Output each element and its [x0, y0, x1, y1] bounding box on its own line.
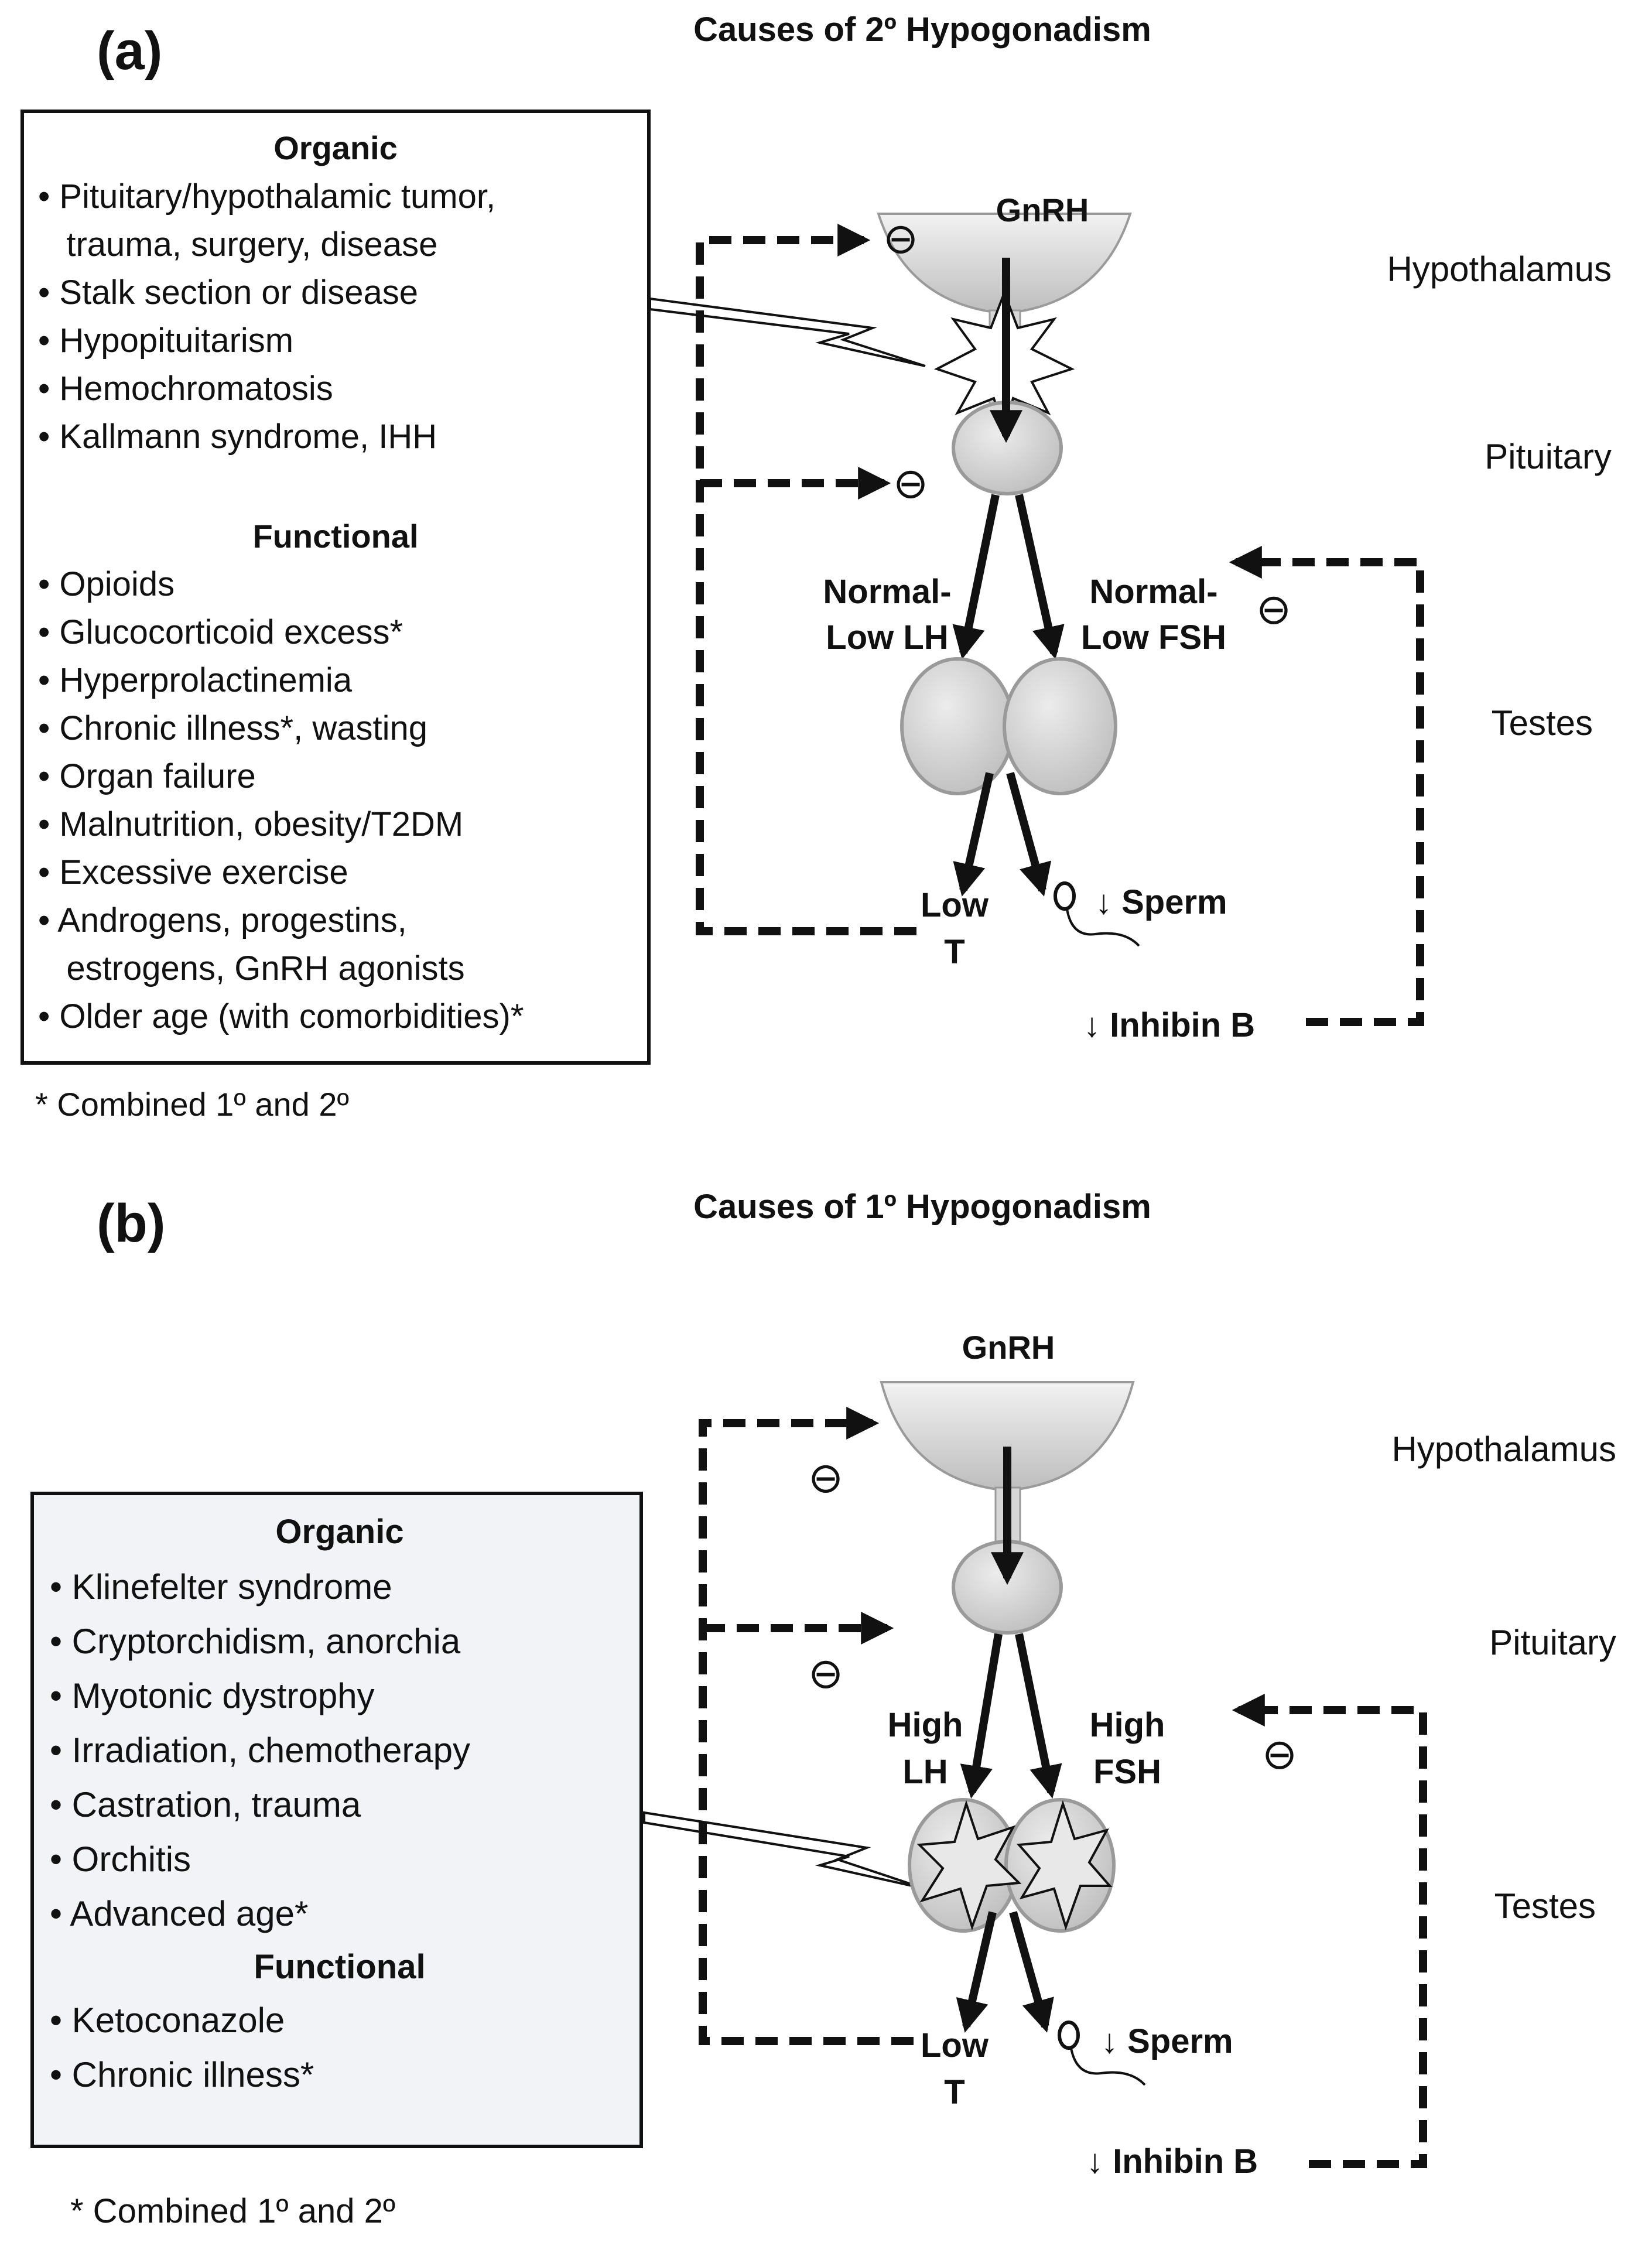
- panel-a-gnrh-label: GnRH: [996, 192, 1089, 228]
- panel-a-letter: (a): [97, 21, 162, 81]
- testosterone-arrow: [953, 772, 994, 897]
- list-item: • Castration, trauma: [50, 1785, 361, 1824]
- list-item: • Androgens, progestins,: [38, 901, 407, 939]
- inhibition-icon: ⊖: [1256, 586, 1291, 633]
- panel-a-functional-list: • Opioids • Glucocorticoid excess* • Hyp…: [38, 565, 524, 1035]
- list-item: • Irradiation, chemotherapy: [50, 1731, 470, 1770]
- sperm-arrow: [1009, 1911, 1054, 2033]
- panel-b-low-t-line1: Low: [921, 2026, 989, 2064]
- lh-arrow: [952, 494, 1000, 659]
- lesion-starburst-icon: [916, 1800, 1022, 1931]
- list-item: • Hyperprolactinemia: [38, 661, 353, 699]
- list-item: • Excessive exercise: [38, 853, 348, 891]
- panel-b-causes-box: [30, 1492, 643, 2148]
- testosterone-feedback-hypothalamus-line: [696, 224, 916, 935]
- list-item: • Myotonic dystrophy: [50, 1676, 375, 1715]
- testis-left-shape: [900, 657, 1015, 795]
- panel-b-functional-list: • Ketoconazole • Chronic illness*: [50, 2001, 314, 2094]
- list-item: estrogens, GnRH agonists: [38, 949, 465, 987]
- testosterone-arrow: [956, 1911, 997, 2033]
- inhibition-icon: ⊖: [893, 460, 928, 507]
- panel-a-organic-list: • Pituitary/hypothalamic tumor, trauma, …: [38, 177, 495, 456]
- panel-b-low-t-line2: T: [944, 2073, 964, 2111]
- panel-a-feedback-loops: [696, 224, 1424, 1026]
- panel-b-letter: (b): [97, 1194, 165, 1253]
- panel-a-fsh-label-line2: Low FSH: [1081, 618, 1226, 657]
- inhibition-icon: ⊖: [808, 1650, 843, 1697]
- level-testes-label: Testes: [1492, 703, 1593, 743]
- panel-a-functional-heading: Functional: [252, 518, 418, 555]
- list-item: • Klinefelter syndrome: [50, 1567, 392, 1606]
- lesion-starburst-icon: [1016, 1800, 1113, 1931]
- testis-right-shape: [1003, 657, 1117, 795]
- level-pituitary-label: Pituitary: [1485, 437, 1612, 476]
- list-item: • Kallmann syndrome, IHH: [38, 418, 437, 456]
- panel-b-fsh-label-line2: FSH: [1093, 1753, 1161, 1791]
- list-item: • Stalk section or disease: [38, 274, 418, 312]
- list-item: • Ketoconazole: [50, 2001, 285, 2040]
- list-item: • Opioids: [38, 565, 175, 603]
- panel-b-fsh-label-line1: High: [1090, 1706, 1165, 1744]
- fsh-arrow: [1015, 1633, 1062, 1799]
- panel-b-feedback-loops: [699, 1407, 1427, 2168]
- inhibition-icon: ⊖: [1262, 1731, 1297, 1778]
- list-item: • Chronic illness*: [50, 2055, 314, 2094]
- list-item: • Cryptorchidism, anorchia: [50, 1622, 461, 1661]
- list-item: • Older age (with comorbidities)*: [38, 997, 524, 1035]
- panel-b-footnote: * Combined 1º and 2º: [70, 2192, 395, 2230]
- list-item: • Glucocorticoid excess*: [38, 613, 403, 651]
- panel-a-low-t-line2: T: [944, 933, 964, 971]
- panel-b-organic-heading: Organic: [275, 1513, 403, 1551]
- panel-b-lh-label-line2: LH: [902, 1753, 948, 1791]
- panel-a-fsh-label-line1: Normal-: [1089, 573, 1217, 611]
- panel-a-organic-heading: Organic: [273, 129, 398, 166]
- panel-b-title: Causes of 1º Hypogonadism: [693, 1188, 1151, 1226]
- list-item: • Pituitary/hypothalamic tumor,: [38, 177, 495, 216]
- inhibin-feedback-line: [1229, 546, 1424, 1026]
- level-hypothalamus-label: Hypothalamus: [1391, 1430, 1616, 1469]
- panel-b-gnrh-label: GnRH: [962, 1329, 1055, 1366]
- panel-a-inhibin-label: ↓ Inhibin B: [1083, 1006, 1255, 1044]
- lightning-bolt-icon: [643, 1811, 926, 1890]
- panel-b: (b) Causes of 1º Hypogonadism Organic • …: [30, 1188, 1616, 2230]
- panel-a-title: Causes of 2º Hypogonadism: [693, 11, 1151, 49]
- lightning-bolt-icon: [649, 297, 926, 367]
- inhibin-feedback-line: [1232, 1694, 1427, 2168]
- panel-b-functional-heading: Functional: [254, 1948, 425, 1986]
- lh-arrow: [960, 1633, 1003, 1799]
- panel-a-lh-label-line2: Low LH: [826, 618, 948, 657]
- panel-a-low-t-line1: Low: [921, 886, 989, 924]
- list-item: • Advanced age*: [50, 1894, 308, 1933]
- list-item: • Organ failure: [38, 757, 256, 795]
- level-pituitary-label: Pituitary: [1489, 1623, 1616, 1662]
- inhibition-icon: ⊖: [883, 216, 918, 262]
- level-testes-label: Testes: [1494, 1886, 1596, 1926]
- fsh-arrow: [1015, 494, 1065, 659]
- list-item: • Malnutrition, obesity/T2DM: [38, 805, 463, 843]
- sperm-icon: [1058, 2021, 1146, 2086]
- sperm-icon: [1054, 881, 1140, 947]
- panel-a-sperm-label: ↓ Sperm: [1095, 883, 1227, 921]
- panel-a: (a) Causes of 2º Hypogonadism Organic • …: [20, 11, 1612, 1123]
- panel-a-lh-label-line1: Normal-: [823, 573, 951, 611]
- sperm-arrow: [1006, 772, 1052, 897]
- list-item: • Hypopituitarism: [38, 322, 293, 360]
- list-item: trauma, surgery, disease: [38, 225, 437, 264]
- panel-b-lh-label-line1: High: [888, 1706, 963, 1744]
- list-item: • Chronic illness*, wasting: [38, 709, 427, 747]
- panel-a-causes-box: [20, 110, 651, 1065]
- list-item: • Hemochromatosis: [38, 370, 333, 408]
- level-hypothalamus-label: Hypothalamus: [1387, 249, 1612, 289]
- panel-a-footnote: * Combined 1º and 2º: [35, 1086, 349, 1123]
- panel-b-inhibin-label: ↓ Inhibin B: [1086, 2142, 1258, 2180]
- list-item: • Orchitis: [50, 1840, 191, 1879]
- panel-b-sperm-label: ↓ Sperm: [1101, 2022, 1233, 2060]
- testosterone-feedback-hypothalamus-line: [699, 1407, 914, 2045]
- panel-b-organic-list: • Klinefelter syndrome • Cryptorchidism,…: [50, 1567, 470, 1933]
- inhibition-icon: ⊖: [808, 1455, 843, 1502]
